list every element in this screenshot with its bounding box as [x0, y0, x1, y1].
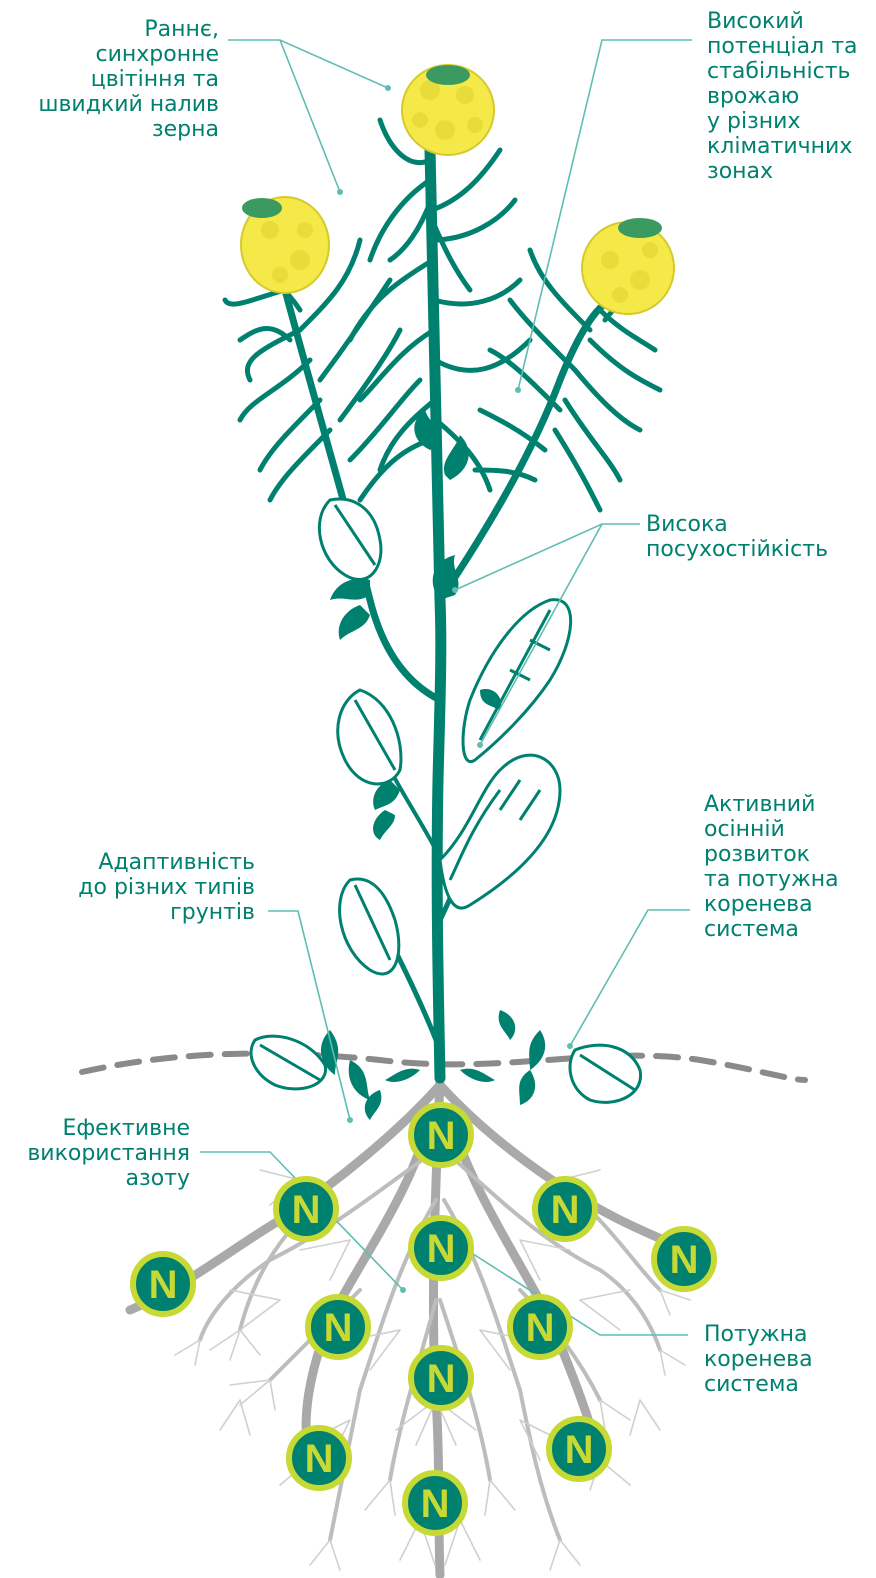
label-autumn-development: Активний осінній розвиток та потужна кор… — [704, 792, 839, 942]
nitrogen-badge: N — [133, 1254, 193, 1314]
nitrogen-symbol: N — [526, 1306, 555, 1350]
nitrogen-badge: N — [411, 1348, 471, 1408]
nitrogen-symbol: N — [305, 1437, 334, 1481]
label-nitrogen-use: Ефективне використання азоту — [27, 1116, 190, 1191]
leader-soil — [268, 911, 350, 1120]
nitrogen-symbol: N — [149, 1263, 178, 1307]
leader-early-flowering — [228, 40, 388, 88]
nitrogen-badges: N N N N N N N N — [133, 1105, 714, 1533]
leader-autumn — [570, 910, 690, 1046]
flower-cluster-right — [582, 218, 674, 314]
nitrogen-symbol: N — [551, 1188, 580, 1232]
nitrogen-symbol: N — [421, 1482, 450, 1526]
nitrogen-symbol: N — [324, 1306, 353, 1350]
flower-cluster-left — [241, 197, 329, 293]
label-early-flowering: Раннє, синхронне цвітіння та швидкий нал… — [38, 17, 219, 142]
nitrogen-badge: N — [289, 1428, 349, 1488]
label-yield-potential: Високий потенціал та стабільність врожаю… — [707, 9, 858, 184]
nitrogen-badge: N — [549, 1419, 609, 1479]
nitrogen-symbol: N — [670, 1238, 699, 1282]
nitrogen-symbol: N — [427, 1357, 456, 1401]
nitrogen-badge: N — [308, 1297, 368, 1357]
nitrogen-symbol: N — [427, 1114, 456, 1158]
nitrogen-badge: N — [276, 1179, 336, 1239]
leader-drought-b — [480, 524, 602, 745]
nitrogen-symbol: N — [427, 1227, 456, 1271]
label-drought-tolerance: Висока посухостійкість — [646, 512, 828, 562]
flower-clusters — [241, 65, 674, 314]
flower-cluster-top — [402, 65, 494, 155]
nitrogen-badge: N — [411, 1105, 471, 1165]
label-soil-adaptivity: Адаптивність до різних типів грунтів — [78, 850, 255, 925]
nitrogen-symbol: N — [565, 1428, 594, 1472]
label-root-system: Потужна коренева система — [704, 1322, 813, 1397]
nitrogen-badge: N — [411, 1218, 471, 1278]
nitrogen-badge: N — [535, 1179, 595, 1239]
main-stem — [430, 150, 441, 1078]
nitrogen-badge: N — [405, 1473, 465, 1533]
nitrogen-badge: N — [654, 1229, 714, 1289]
leaves — [251, 410, 640, 1120]
nitrogen-symbol: N — [292, 1188, 321, 1232]
nitrogen-badge: N — [510, 1297, 570, 1357]
